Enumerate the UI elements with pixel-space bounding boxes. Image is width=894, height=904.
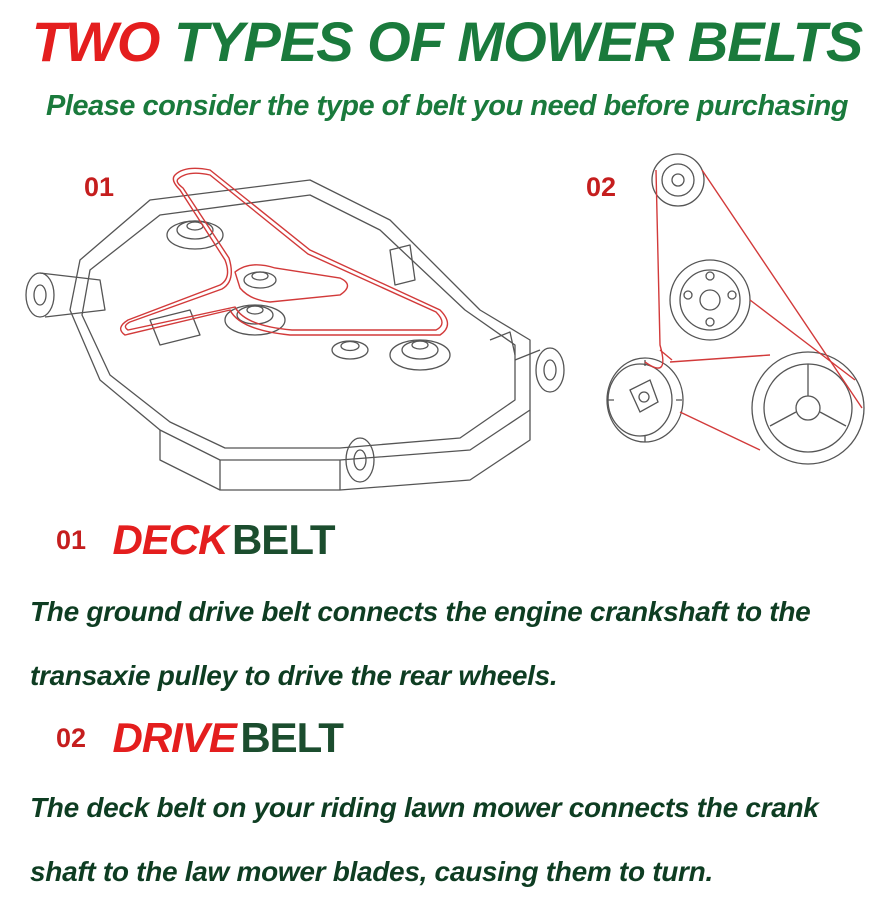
section-1-rest: BELT [231,516,336,563]
page-subtitle: Please consider the type of belt you nee… [45,90,849,122]
section-1-highlight: DECK [112,516,229,563]
figure-2-number: 02 [586,172,617,202]
section-2-line-2: shaft to the law mower blades, causing t… [30,856,713,887]
section-2-number: 02 [56,722,87,753]
section-1-number: 01 [56,524,87,555]
title-red-word: TWO [31,10,161,73]
section-1-line-2: transaxie pulley to drive the rear wheel… [30,660,558,691]
section-2-line-1: The deck belt on your riding lawn mower … [30,792,819,823]
section-deck-belt-description: The ground drive belt connects the engin… [30,580,880,708]
section-drive-belt-heading: 02 DRIVE BELT [56,714,344,764]
section-1-line-1: The ground drive belt connects the engin… [30,596,811,627]
section-2-highlight: DRIVE [112,714,237,761]
section-2-rest: BELT [240,714,344,761]
figure-1-number: 01 [84,172,115,202]
title-green-words: TYPES OF MOWER BELTS [173,10,863,73]
drive-belt-pulley-diagram-icon [606,153,865,465]
section-deck-belt-heading: 01 DECK BELT [56,516,336,566]
section-drive-belt-description: The deck belt on your riding lawn mower … [30,776,880,904]
page-title: TWO TYPES OF MOWER BELTS [0,8,894,76]
mower-deck-diagram-icon [25,167,565,491]
